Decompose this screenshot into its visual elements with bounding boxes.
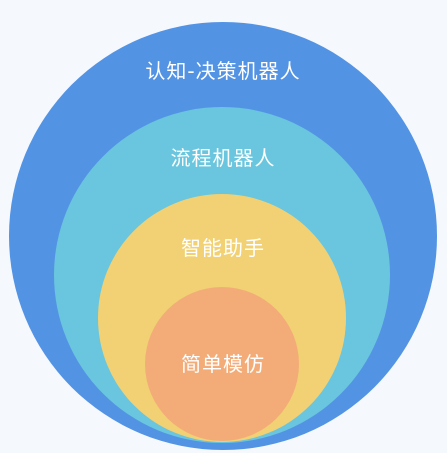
layer-label-imitation: 简单模仿	[181, 352, 265, 376]
layer-label-cognitive-decision: 认知-决策机器人	[145, 59, 300, 83]
layer-label-assistant: 智能助手	[181, 236, 265, 260]
layer-circle-imitation	[145, 287, 299, 441]
layer-label-process: 流程机器人	[171, 146, 276, 170]
